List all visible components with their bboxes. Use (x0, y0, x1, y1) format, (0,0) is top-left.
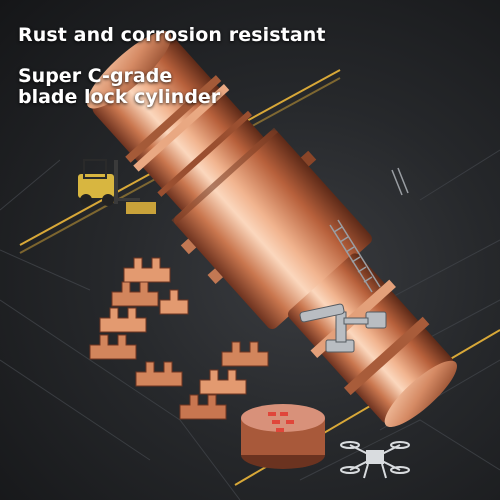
blade-teeth (89, 257, 269, 420)
robot-arm-icon (299, 303, 387, 353)
subheadline-line-1: Super C-grade (18, 65, 173, 87)
forklift-icon (78, 159, 156, 214)
lock-cylinder (86, 31, 457, 427)
ladders (329, 167, 409, 293)
copper-chip (241, 404, 325, 469)
headline-rust-resistant: Rust and corrosion resistant (18, 24, 326, 46)
subheadline-line-2: blade lock cylinder (18, 86, 221, 108)
drone-icon (340, 441, 410, 479)
subheadline-blade-lock: Super C-grade blade lock cylinder (18, 66, 220, 108)
